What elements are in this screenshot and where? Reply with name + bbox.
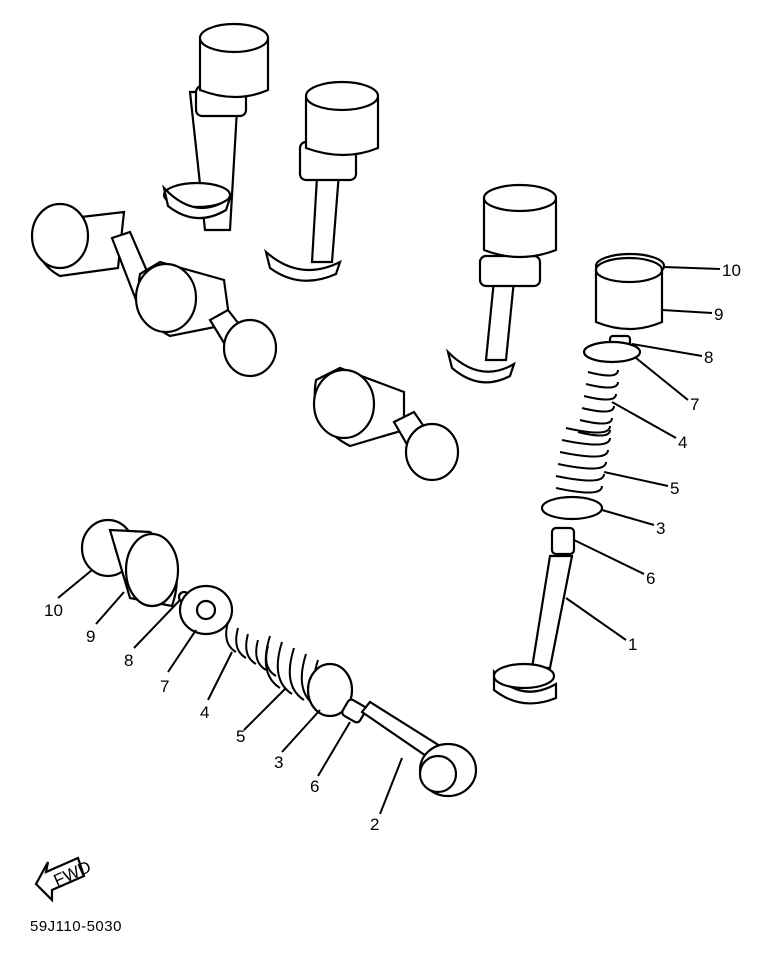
- callout-right-7: 7: [690, 395, 699, 414]
- leader-lines-left: [57, 569, 403, 815]
- drawing-code: 59J110-5030: [30, 918, 122, 935]
- callout-right-1: 1: [628, 635, 637, 654]
- callout-right-5: 5: [670, 479, 679, 498]
- valve-assembly-upper-2: [264, 80, 380, 282]
- part-9-lifter: [594, 256, 664, 331]
- part-6-stem-seal: [550, 526, 576, 556]
- part-4-spring-left: [225, 621, 277, 677]
- callout-left-9: 9: [86, 627, 95, 646]
- callout-right-8: 8: [704, 348, 713, 367]
- callout-left-8: 8: [124, 651, 133, 670]
- leader-lines-right: [565, 266, 721, 641]
- valve-assembly-upper-3: [445, 183, 558, 384]
- exploded-valve-left: [80, 518, 478, 798]
- callout-left-10: 10: [44, 601, 63, 620]
- callout-right-6: 6: [646, 569, 655, 588]
- part-1-valve: [492, 554, 574, 705]
- valve-assembly-center: [312, 366, 460, 482]
- valve-assembly-left-1: [30, 202, 158, 302]
- part-9-lifter-left: [108, 528, 180, 608]
- fwd-arrow-icon: FWD: [34, 856, 94, 903]
- part-7-retainer: [582, 340, 642, 364]
- callouts-left: 10 9 8 7 4 5 3 6 2: [44, 601, 379, 834]
- callout-left-5: 5: [236, 727, 245, 746]
- callout-right-3: 3: [656, 519, 665, 538]
- part-5-spring-left: [264, 635, 329, 713]
- callout-left-6: 6: [310, 777, 319, 796]
- callout-right-10: 10: [722, 261, 741, 280]
- part-3-spring-seat: [540, 495, 604, 521]
- part-4-inner-spring: [577, 369, 619, 437]
- callout-left-4: 4: [200, 703, 209, 722]
- exploded-valve-right: [492, 252, 666, 705]
- part-5-outer-spring: [555, 425, 611, 494]
- callout-left-2: 2: [370, 815, 379, 834]
- callouts-right: 10 9 8 7 4 5 3 6 1: [628, 261, 741, 654]
- callout-left-3: 3: [274, 753, 283, 772]
- part-2-valve-left: [360, 700, 478, 798]
- part-3-seat-left: [306, 662, 354, 718]
- callout-left-7: 7: [160, 677, 169, 696]
- valve-assembly-left-2: [134, 260, 278, 378]
- valve-assembly-upper-1: [162, 22, 270, 232]
- part-7-retainer-left: [178, 584, 234, 636]
- callout-right-4: 4: [678, 433, 687, 452]
- part-6-seal-left: [341, 698, 367, 724]
- callout-right-9: 9: [714, 305, 723, 324]
